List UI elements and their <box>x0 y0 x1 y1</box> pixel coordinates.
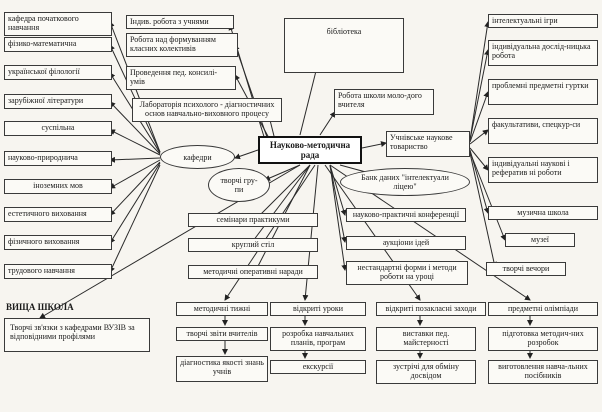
left-box-8: естетичного виховання <box>4 207 112 222</box>
right-box-4: факультативи, спецкур-си <box>488 118 598 144</box>
left-box-9: фізичного виховання <box>4 235 112 250</box>
left-box-4: зарубіжної літератури <box>4 94 112 109</box>
left-box-1: кафедра початкового навчання <box>4 12 112 36</box>
konferencii-box: науково-практичні конференції <box>346 208 466 222</box>
uchnivske-tovarystvo-box: Учнівське наукове товариство <box>386 131 470 157</box>
bottom-col4-row2: підготовка методич-них розробок <box>488 327 598 351</box>
bottom-col1-row1: методичні тижні <box>176 302 268 316</box>
left-box-2: фізико-математична <box>4 37 112 52</box>
right-box-7: музеї <box>505 233 575 247</box>
bottom-col1-row2: творчі звіти вчителів <box>176 327 268 341</box>
kafedry-ellipse: кафедри <box>160 145 235 169</box>
right-box-5: індивідуальні наукові і рефератив ні роб… <box>488 157 598 183</box>
ped-konsylium-box: Проведення пед. консилі-умів <box>126 66 236 90</box>
bottom-col3-row3: зустрічі для обміну досвідом <box>376 360 476 384</box>
right-box-6: музична школа <box>488 206 598 220</box>
right-box-8: творчі вечори <box>486 262 566 276</box>
biblioteka-box: бібліотека <box>284 18 404 73</box>
bank-danykh-ellipse: Банк даних "інтелектуали ліцею" <box>340 168 470 196</box>
naradi-box: методичні оперативні наради <box>188 265 318 279</box>
vnz-box: Творчі зв'язки з кафедрами ВУЗІВ за відп… <box>4 318 150 352</box>
bottom-col4-row1: предметні олімпіади <box>488 302 598 316</box>
left-box-10: трудового навчання <box>4 264 112 279</box>
left-box-7: іноземних мов <box>4 179 112 194</box>
vyshcha-shkola-label: ВИЩА ШКОЛА <box>6 302 74 312</box>
tvorchi-grupy-ellipse: творчі гру-пи <box>208 168 270 202</box>
bottom-col4-row3: виготовлення навча-льних посібників <box>488 360 598 384</box>
nestandartni-box: нестандартні форми і методи роботи на ур… <box>346 261 468 285</box>
aukciony-box: аукціони ідей <box>346 236 466 250</box>
bottom-col3-row2: виставки пед. майстерності <box>376 327 476 351</box>
bottom-col2-row1: відкриті уроки <box>270 302 366 316</box>
bottom-col2-row3: екскурсії <box>270 360 366 374</box>
bottom-col3-row1: відкриті позакласні заходи <box>376 302 486 316</box>
molodyi-vchytel-box: Робота школи моло-дого вчителя <box>334 89 434 115</box>
bottom-col2-row2: розробка навчальних планів, програм <box>270 327 366 351</box>
left-box-5: суспільна <box>4 121 112 136</box>
left-box-3: української філології <box>4 65 112 80</box>
left-box-6: науково-природнича <box>4 151 112 166</box>
center-box: Науково-методична рада <box>258 136 362 164</box>
kruglyi-stil-box: круглий стіл <box>188 238 318 252</box>
bottom-col1-row3: діагностика якості знань учнів <box>176 356 268 382</box>
seminary-box: семінари практикуми <box>188 213 318 227</box>
right-box-3: проблемні предметні гуртки <box>488 79 598 105</box>
right-box-1: інтелектуальні ігри <box>488 14 598 28</box>
klasni-kolektyvy-box: Робота над формуванням класних колективі… <box>126 33 238 57</box>
individ-robota-box: Індив. робота з учнями <box>126 15 234 29</box>
right-box-2: індивідуальна дослід-ницька робота <box>488 40 598 66</box>
laboratoriya-box: Лабораторія психолого - діагностичних ос… <box>132 98 282 122</box>
